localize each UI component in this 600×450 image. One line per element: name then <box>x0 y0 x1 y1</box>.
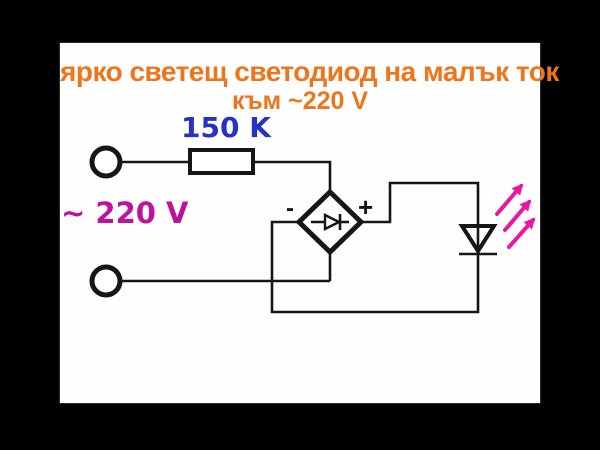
led-icon <box>458 224 498 256</box>
led-light-rays <box>495 183 536 249</box>
light-ray-arrow <box>507 217 536 249</box>
resistor-icon <box>188 148 255 175</box>
wire-top-ac <box>121 160 332 193</box>
title-line-1: ярко светещ светодиод на малък ток <box>60 56 559 87</box>
source-voltage-label: ~ 220 V <box>61 196 189 230</box>
wire-bottom-ac <box>121 251 332 283</box>
bridge-inner-diode-icon <box>311 213 349 231</box>
light-ray-arrow <box>503 199 532 232</box>
light-ray-arrow <box>495 183 524 216</box>
ac-terminal-bottom-icon <box>89 264 123 298</box>
wire-dc-plus-loop <box>359 181 480 226</box>
bridge-plus-label: + <box>358 192 374 222</box>
bridge-minus-label: - <box>286 195 294 222</box>
wire-dc-minus-loop <box>270 220 480 314</box>
bridge-rectifier-icon <box>295 188 365 256</box>
ac-terminal-top-icon <box>89 145 123 179</box>
title-line-2: към ~220 V <box>231 87 369 115</box>
resistor-value-label: 150 K <box>181 111 271 144</box>
